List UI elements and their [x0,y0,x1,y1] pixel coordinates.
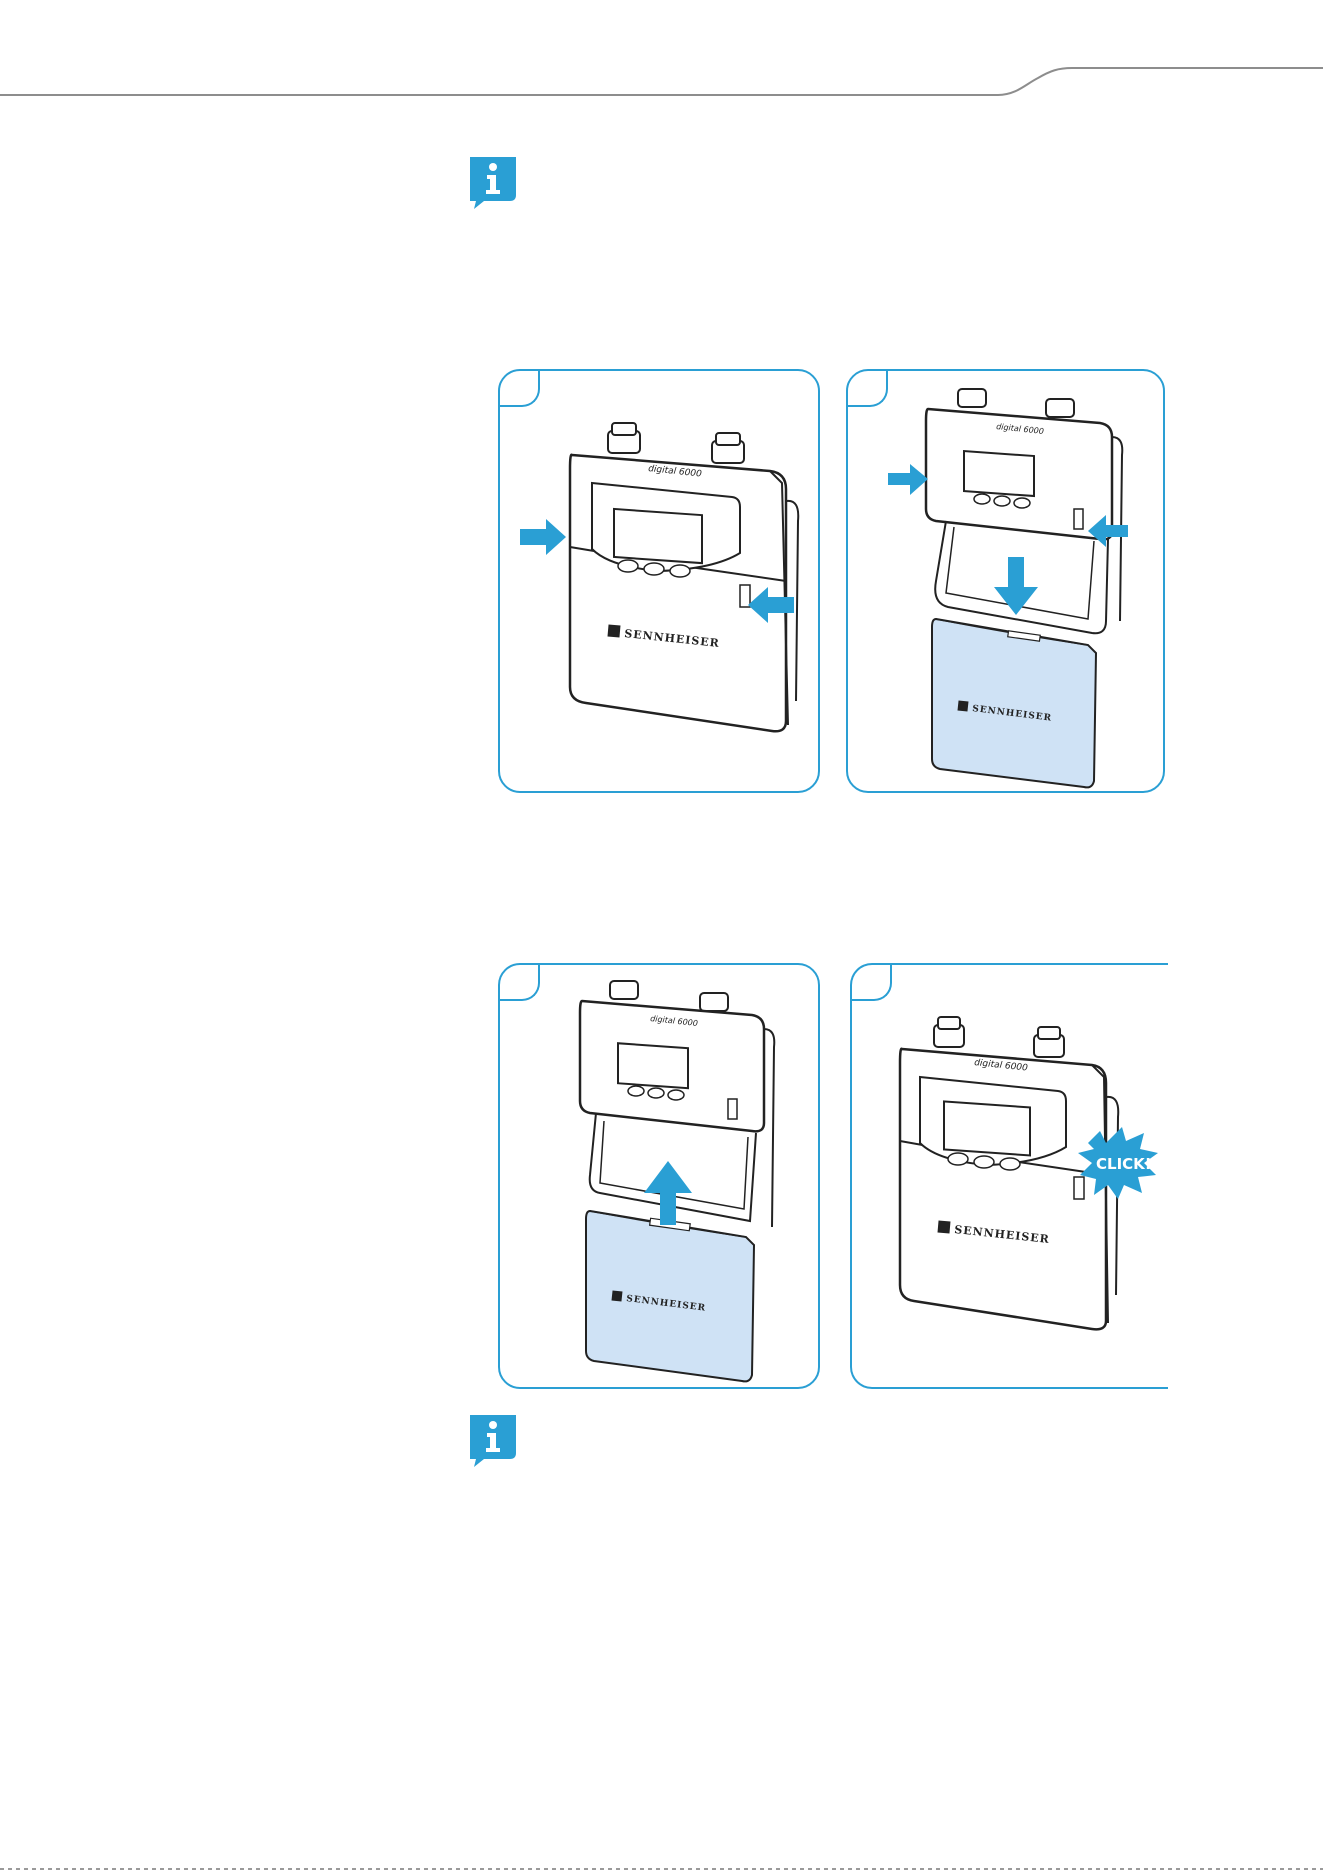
figure-panel-1: digital 6000 SENNHEISER [498,369,820,793]
bodypack-illustration: digital 6000 SENNHEISER [848,371,1165,793]
figure-panel-4: digital 6000 SENNHEISER CLICK! [850,963,1168,1389]
header-rule [0,0,1323,100]
bodypack-illustration: digital 6000 SENNHEISER [500,371,820,793]
info-icon [470,1415,516,1467]
figure-panel-3: digital 6000 SENNHEISER [498,963,820,1389]
figure-panel-2: digital 6000 SENNHEISER [846,369,1165,793]
info-icon [470,157,516,209]
bodypack-illustration: digital 6000 SENNHEISER CLICK! [852,965,1168,1389]
bodypack-illustration: digital 6000 SENNHEISER [500,965,820,1389]
click-label: CLICK! [1096,1155,1152,1173]
page-bottom-border [0,1868,1323,1870]
